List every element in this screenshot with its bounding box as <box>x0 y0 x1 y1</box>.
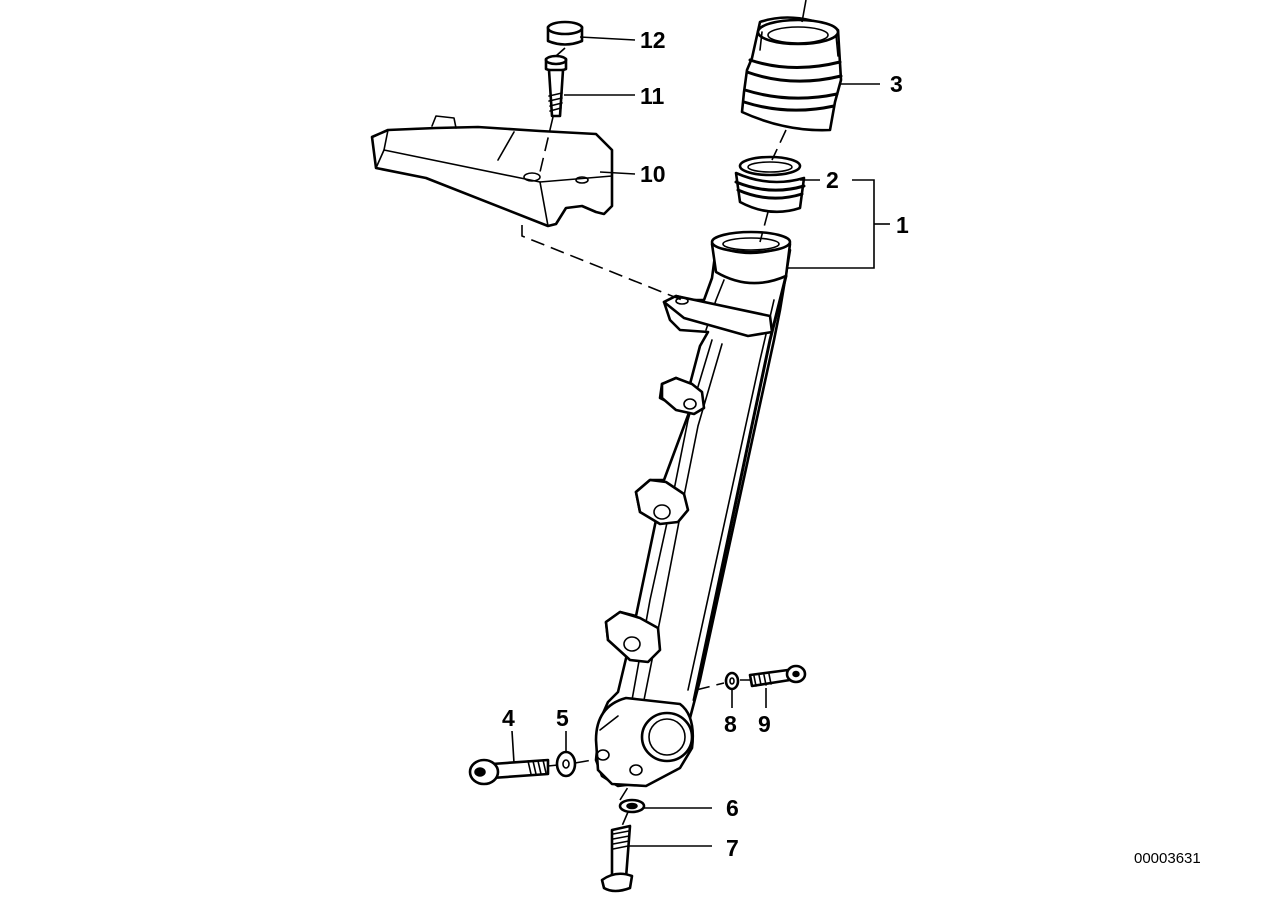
part-2-seal-ring <box>734 155 806 214</box>
callout-7: 7 <box>726 835 739 861</box>
callout-2: 2 <box>826 167 839 193</box>
part-5-washer <box>555 750 577 778</box>
callout-11: 11 <box>640 83 665 109</box>
callout-4: 4 <box>502 705 515 731</box>
axle-clamp <box>594 696 695 788</box>
callout-labels: 12 11 10 3 2 1 4 5 6 7 8 9 <box>502 27 909 861</box>
callout-8: 8 <box>724 711 737 737</box>
callout-9: 9 <box>758 711 771 737</box>
part-4-bolt <box>468 758 550 786</box>
assembly-lines <box>521 47 787 827</box>
leader-lines <box>511 36 890 847</box>
part-1-fork-slider <box>594 230 792 788</box>
part-12-cap <box>546 20 584 46</box>
callout-3: 3 <box>890 71 903 97</box>
callout-12: 12 <box>640 27 666 53</box>
part-6-washer <box>618 798 646 814</box>
document-number: 00003631 <box>1134 850 1201 867</box>
slider-boss-lower <box>604 610 662 664</box>
part-8-washer <box>724 671 740 691</box>
slider-boss-upper <box>660 376 706 416</box>
part-9-screw <box>748 664 807 688</box>
callout-10: 10 <box>640 161 666 187</box>
callout-5: 5 <box>556 705 569 731</box>
callout-1: 1 <box>896 212 909 238</box>
part-3-boot <box>740 0 843 132</box>
part-7-bolt <box>600 824 634 893</box>
callout-6: 6 <box>726 795 739 821</box>
part-11-screw <box>544 54 568 118</box>
slider-boss-middle <box>634 478 690 526</box>
part-10-cover-plate <box>370 115 614 228</box>
